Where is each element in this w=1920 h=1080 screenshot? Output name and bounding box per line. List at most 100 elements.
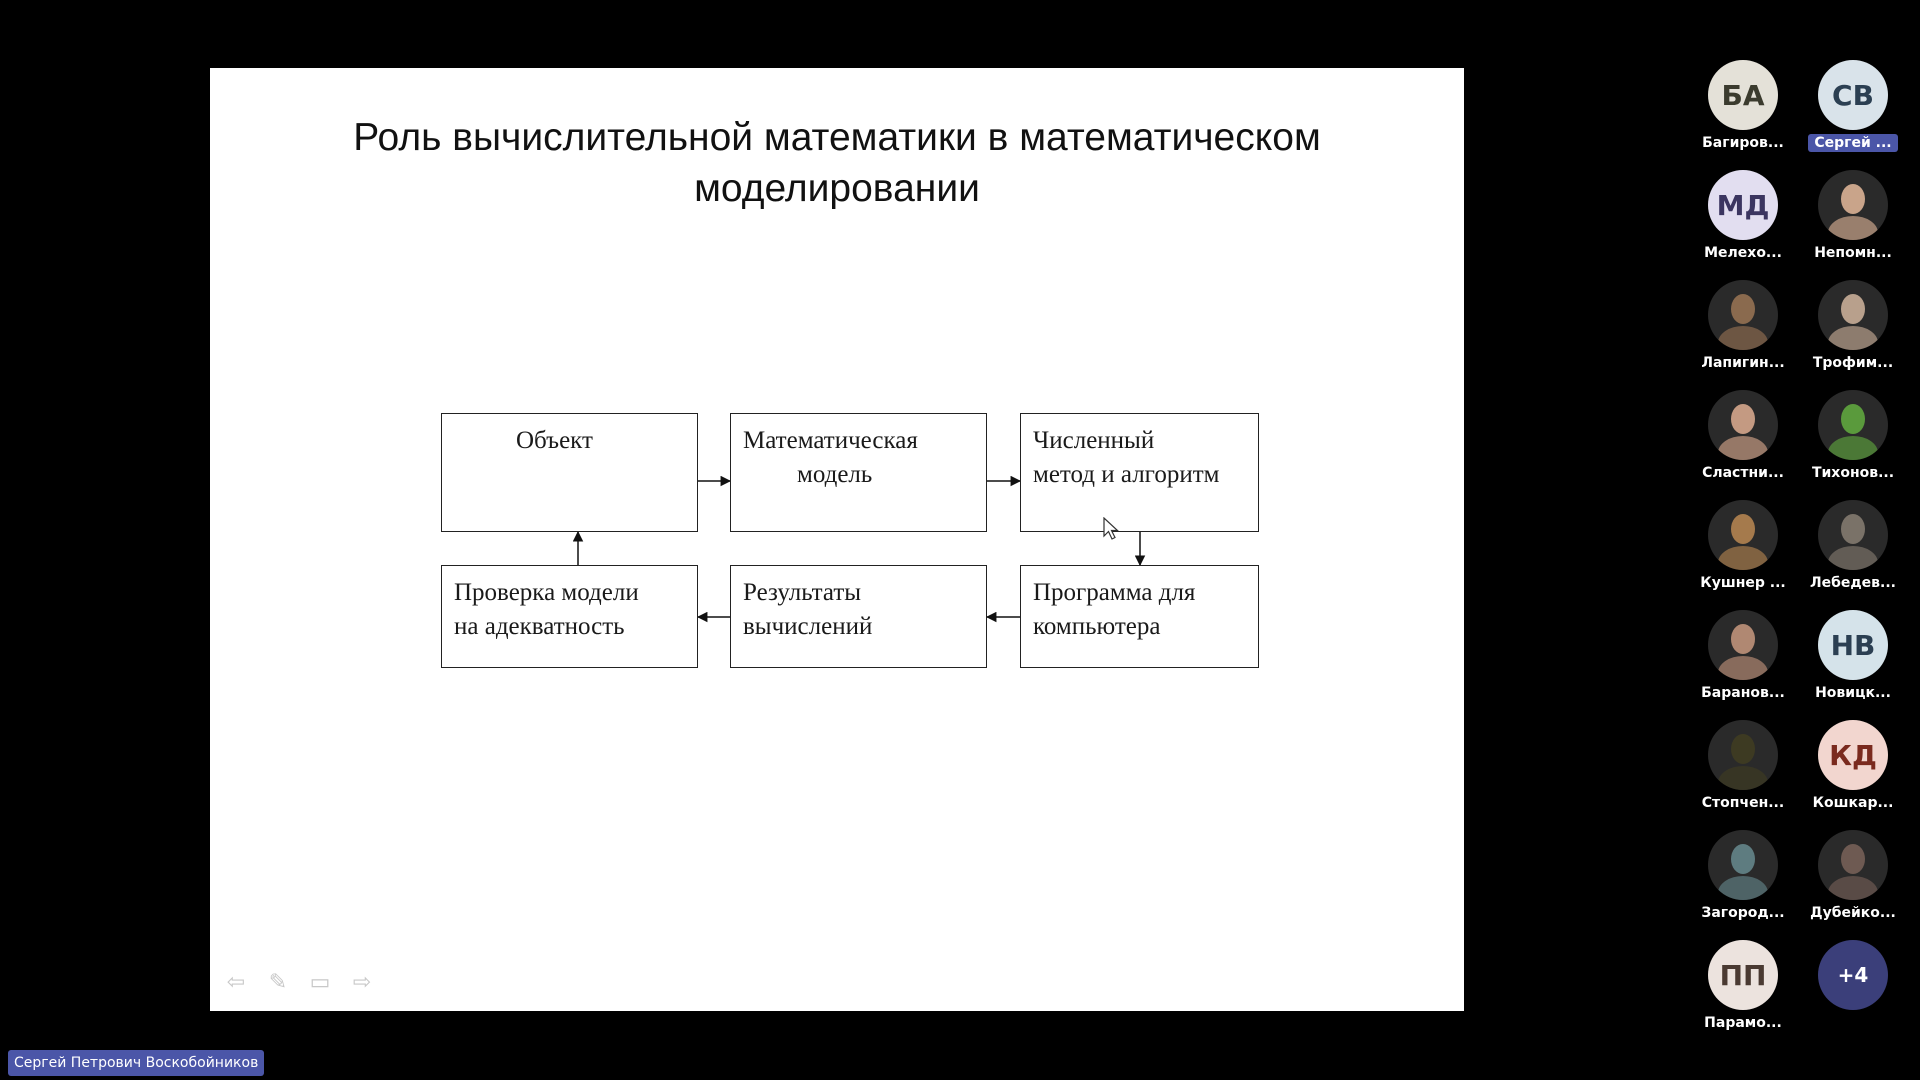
avatar-photo-body bbox=[1828, 436, 1878, 460]
participant-tile[interactable]: Трофим... bbox=[1798, 280, 1908, 384]
avatar-photo-body bbox=[1718, 876, 1768, 900]
box-verification: Проверка модели на адекватность bbox=[441, 565, 698, 668]
arrow-left-icon[interactable]: ⇦ bbox=[226, 970, 246, 995]
participant-name: Непомн... bbox=[1814, 245, 1892, 261]
avatar bbox=[1818, 500, 1888, 570]
participant-tile[interactable]: КД Кошкар... bbox=[1798, 720, 1908, 824]
avatar-photo-face bbox=[1841, 294, 1865, 324]
avatar bbox=[1708, 830, 1778, 900]
participant-tile[interactable]: Баранов... bbox=[1688, 610, 1798, 714]
box-verification-line-1: Проверка модели bbox=[454, 579, 639, 606]
presenter-name-label: Сергей Петрович Воскобойников bbox=[8, 1050, 265, 1076]
avatar-photo-face bbox=[1731, 404, 1755, 434]
box-math-model-line-2: модель bbox=[797, 461, 873, 488]
slide-navigation: ⇦ ✎ ▭ ⇨ bbox=[222, 972, 376, 994]
participant-name: Баранов... bbox=[1701, 685, 1785, 701]
box-object-line-1: Объект bbox=[516, 427, 593, 454]
avatar-photo-face bbox=[1841, 184, 1865, 214]
participant-name: Трофим... bbox=[1812, 355, 1894, 371]
avatar-photo-body bbox=[1828, 216, 1878, 240]
participant-name: Новицк... bbox=[1815, 685, 1891, 701]
box-math-model-line-1: Математическая bbox=[743, 427, 918, 454]
box-results-line-1: Результаты bbox=[743, 579, 862, 606]
participant-tile[interactable]: СВ Сергей ... bbox=[1798, 60, 1908, 164]
participant-name: Кушнер ... bbox=[1700, 575, 1786, 591]
avatar bbox=[1708, 610, 1778, 680]
box-numeric-method-line-1: Численный bbox=[1033, 427, 1155, 454]
box-numeric-method: Численный метод и алгоритм bbox=[1020, 413, 1259, 532]
presentation-slide: Роль вычислительной математики в математ… bbox=[210, 68, 1464, 1011]
participant-tile[interactable]: Сластни... bbox=[1688, 390, 1798, 494]
mouse-cursor-icon bbox=[1103, 517, 1120, 540]
arrow-right-icon[interactable]: ⇨ bbox=[352, 970, 372, 995]
avatar-photo-body bbox=[1718, 656, 1768, 680]
more-participants-button[interactable]: +4 bbox=[1818, 940, 1888, 1010]
participant-name: Загород... bbox=[1701, 905, 1785, 921]
avatar-photo-face bbox=[1731, 294, 1755, 324]
avatar-photo-face bbox=[1731, 734, 1755, 764]
avatar: ПП bbox=[1708, 940, 1778, 1010]
avatar bbox=[1708, 720, 1778, 790]
participant-name: Тихонов... bbox=[1811, 465, 1895, 481]
avatar-photo-body bbox=[1718, 326, 1768, 350]
participant-tile[interactable]: БА Багиров... bbox=[1688, 60, 1798, 164]
avatar-photo-body bbox=[1828, 546, 1878, 570]
avatar: НВ bbox=[1818, 610, 1888, 680]
participant-name: Парамо... bbox=[1704, 1015, 1782, 1031]
participant-tile[interactable]: МД Мелехо... bbox=[1688, 170, 1798, 274]
avatar bbox=[1818, 830, 1888, 900]
participant-tile[interactable]: ПП Парамо... bbox=[1688, 940, 1798, 1044]
avatar bbox=[1708, 500, 1778, 570]
avatar bbox=[1818, 170, 1888, 240]
participant-tile[interactable]: Дубейко... bbox=[1798, 830, 1908, 934]
participant-name: Багиров... bbox=[1702, 135, 1784, 151]
participant-tile[interactable]: Стопчен... bbox=[1688, 720, 1798, 824]
participant-tile[interactable]: Лапигин... bbox=[1688, 280, 1798, 384]
participant-tile[interactable]: Загород... bbox=[1688, 830, 1798, 934]
menu-icon[interactable]: ▭ bbox=[309, 970, 331, 995]
avatar-photo-body bbox=[1828, 326, 1878, 350]
avatar: КД bbox=[1818, 720, 1888, 790]
avatar: БА bbox=[1708, 60, 1778, 130]
box-program-line-2: компьютера bbox=[1033, 613, 1161, 640]
avatar-photo-body bbox=[1718, 546, 1768, 570]
box-math-model: Математическая модель bbox=[730, 413, 987, 532]
avatar bbox=[1818, 280, 1888, 350]
avatar: МД bbox=[1708, 170, 1778, 240]
avatar-photo-face bbox=[1731, 624, 1755, 654]
avatar bbox=[1708, 390, 1778, 460]
participant-tile[interactable]: Непомн... bbox=[1798, 170, 1908, 274]
participant-name: Сластни... bbox=[1702, 465, 1784, 481]
participant-tile[interactable]: Лебедев... bbox=[1798, 500, 1908, 604]
slide-title-line-2: моделировании bbox=[694, 167, 980, 210]
avatar-photo-body bbox=[1828, 876, 1878, 900]
avatar-photo-body bbox=[1718, 436, 1768, 460]
box-results: Результаты вычислений bbox=[730, 565, 987, 668]
avatar-photo-face bbox=[1841, 514, 1865, 544]
box-numeric-method-line-2: метод и алгоритм bbox=[1033, 461, 1220, 488]
participant-name: Лапигин... bbox=[1701, 355, 1785, 371]
slide-title: Роль вычислительной математики в математ… bbox=[210, 112, 1464, 214]
avatar bbox=[1818, 390, 1888, 460]
participant-name: Сергей ... bbox=[1808, 134, 1898, 152]
participant-tile[interactable]: Тихонов... bbox=[1798, 390, 1908, 494]
participant-name: Лебедев... bbox=[1809, 575, 1896, 591]
avatar-photo-face bbox=[1731, 844, 1755, 874]
avatar-photo-face bbox=[1731, 514, 1755, 544]
box-object: Объект bbox=[441, 413, 698, 532]
participant-name: Кошкар... bbox=[1812, 795, 1894, 811]
pen-icon[interactable]: ✎ bbox=[268, 970, 288, 995]
box-verification-line-2: на адекватность bbox=[454, 613, 625, 640]
participant-tile[interactable]: +4 bbox=[1798, 940, 1908, 1044]
box-results-line-2: вычислений bbox=[743, 613, 873, 640]
slide-title-line-1: Роль вычислительной математики в математ… bbox=[353, 116, 1321, 159]
participant-name: Мелехо... bbox=[1704, 245, 1782, 261]
avatar-photo-face bbox=[1841, 844, 1865, 874]
participant-tile[interactable]: Кушнер ... bbox=[1688, 500, 1798, 604]
participant-tile[interactable]: НВ Новицк... bbox=[1798, 610, 1908, 714]
avatar: СВ bbox=[1818, 60, 1888, 130]
participant-name: Дубейко... bbox=[1810, 905, 1896, 921]
avatar bbox=[1708, 280, 1778, 350]
avatar-photo-body bbox=[1718, 766, 1768, 790]
avatar-photo-face bbox=[1841, 404, 1865, 434]
